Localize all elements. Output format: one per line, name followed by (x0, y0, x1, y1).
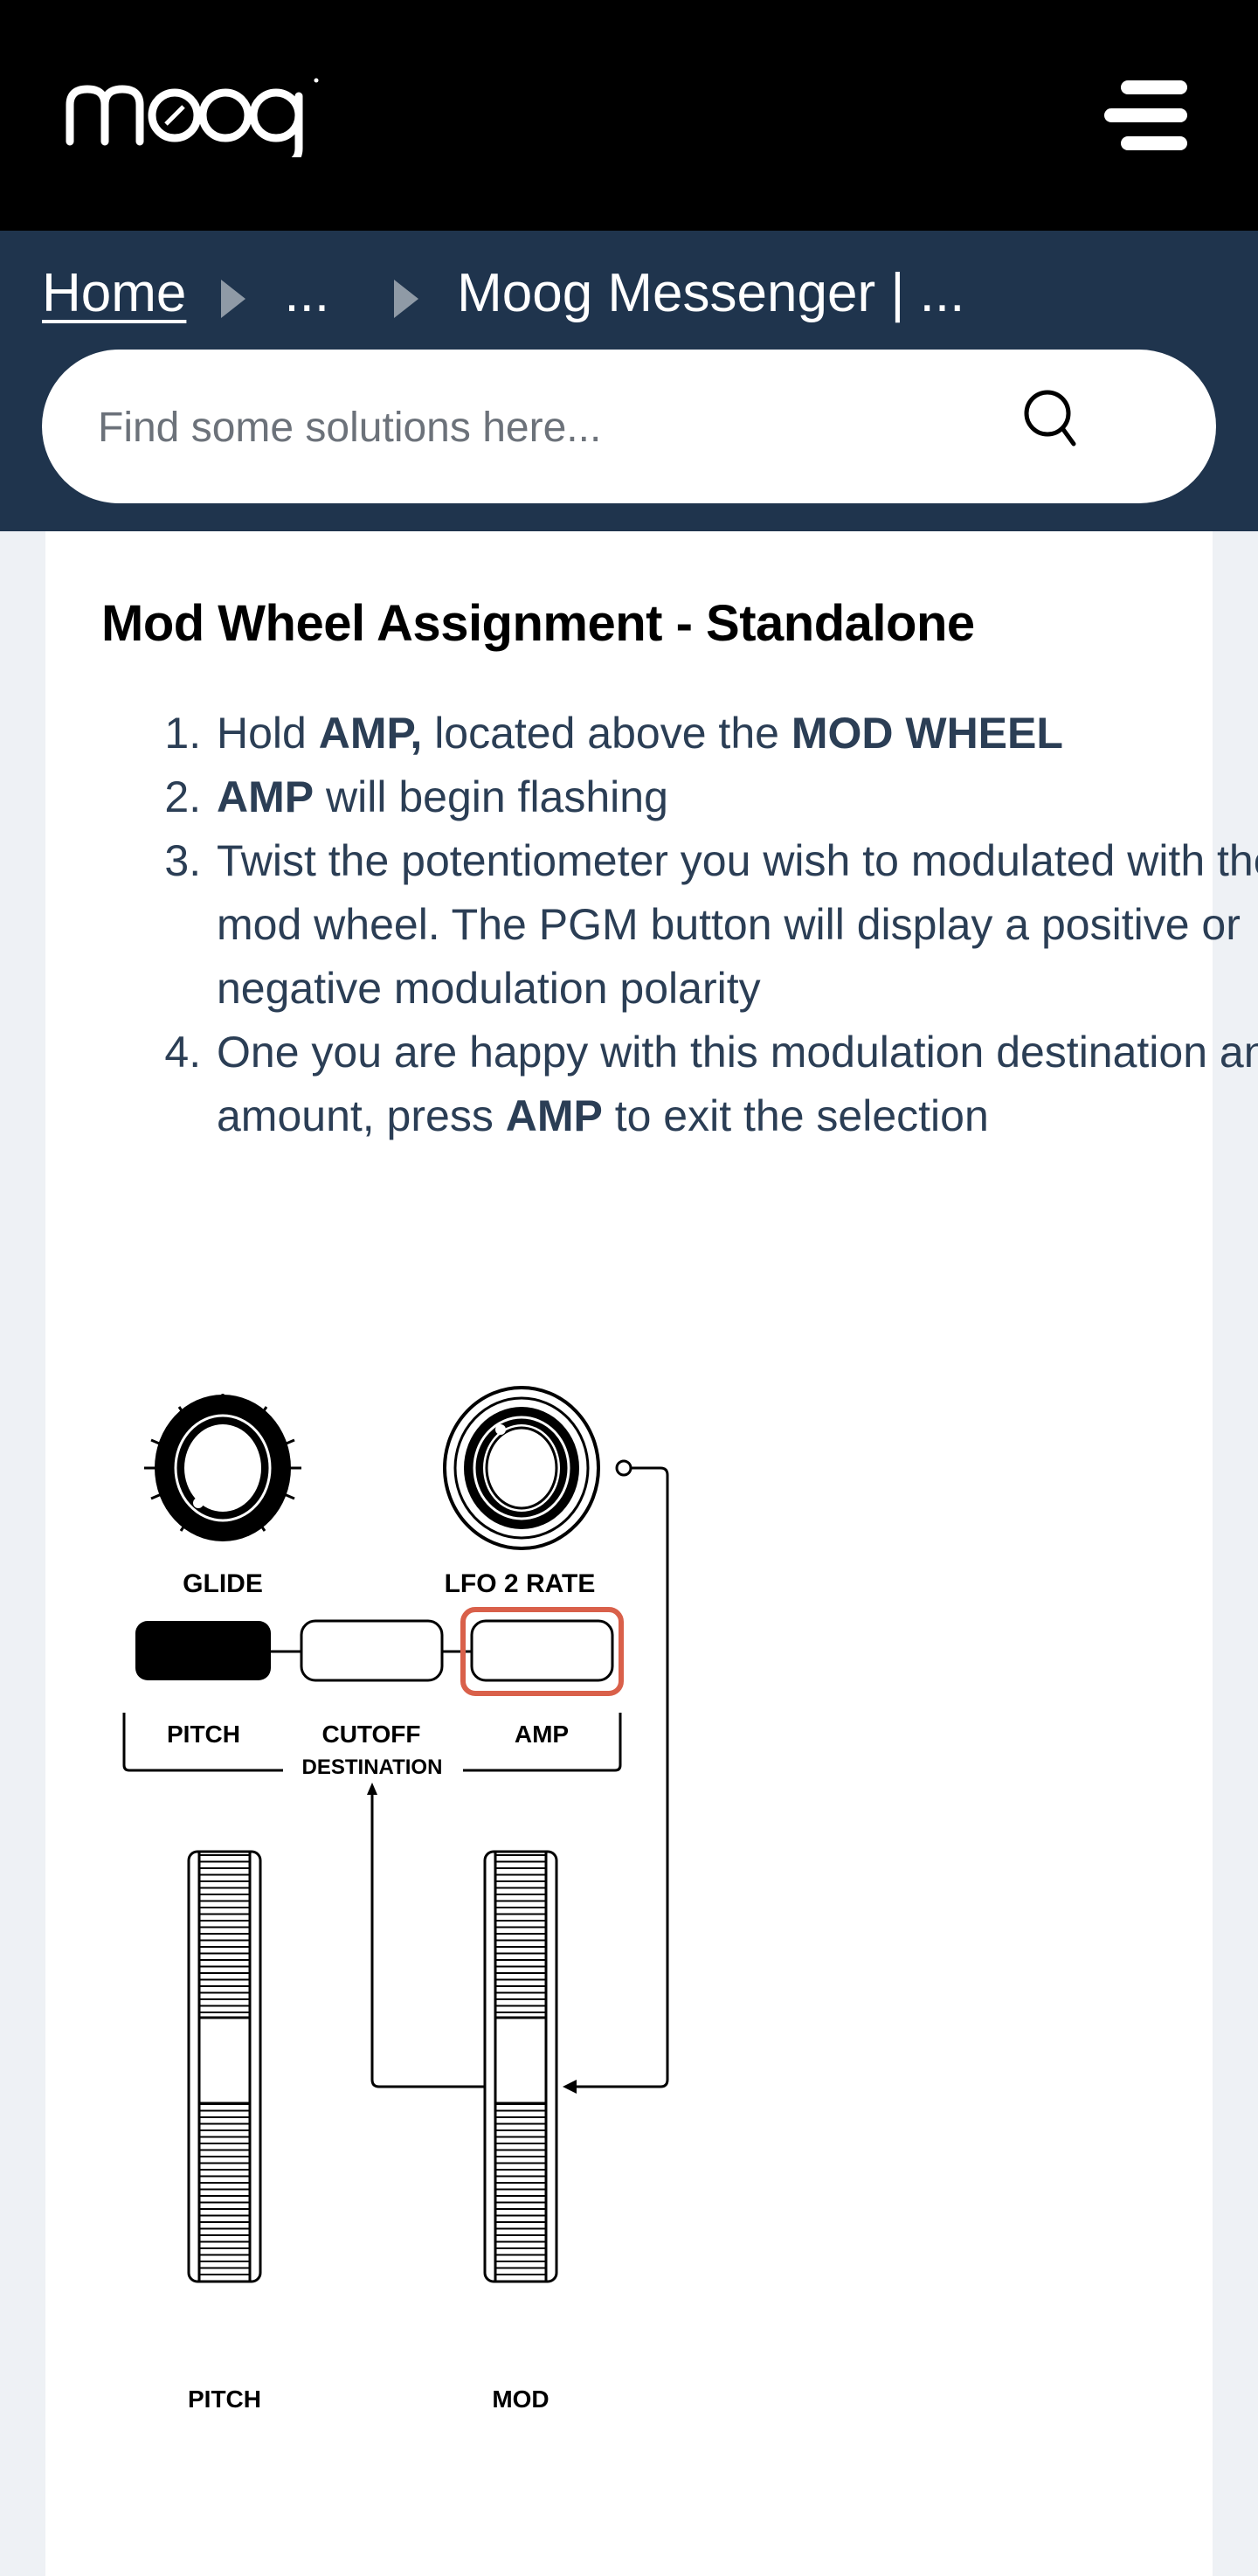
menu-bar (1121, 80, 1187, 94)
glide-knob (144, 1394, 301, 1541)
pitch-wheel-label: PITCH (188, 2386, 261, 2413)
pitch-wheel (187, 1850, 262, 2283)
step-text: will begin flashing (314, 772, 668, 821)
search-icon[interactable] (1018, 384, 1088, 454)
cutoff-button (300, 1619, 444, 1682)
amp-button (470, 1619, 614, 1682)
article-heading: Mod Wheel Assignment - Standalone (101, 595, 975, 652)
menu-bar (1121, 136, 1187, 150)
mod-wheel-diagram: GLIDE LFO 2 RATE PITCH CUTOFF AMP DESTIN… (122, 1386, 669, 2413)
step-text: located above the (422, 709, 791, 758)
breadcrumb-ellipsis[interactable]: ... (284, 262, 330, 323)
menu-bar (1104, 108, 1187, 122)
step-item: Hold AMP, located above the MOD WHEEL (213, 702, 1258, 765)
step-text: Hold (217, 709, 319, 758)
step-emphasis: AMP, (318, 709, 423, 758)
step-emphasis: AMP (217, 772, 314, 821)
glide-label: GLIDE (183, 1569, 263, 1598)
lfo2-rate-knob (443, 1386, 600, 1550)
search-input[interactable] (96, 393, 973, 461)
pitch-button (135, 1621, 271, 1680)
step-text: Twist the potentiometer you wish to modu… (217, 836, 1258, 1013)
lfo2-rate-label: LFO 2 RATE (445, 1569, 596, 1598)
breadcrumb: Home ... Moog Messenger | ... (42, 258, 964, 328)
step-item: One you are happy with this modulation d… (213, 1021, 1258, 1148)
search-box (42, 350, 1216, 503)
cutoff-dest-label: CUTOFF (321, 1721, 420, 1748)
step-text: to exit the selection (602, 1091, 989, 1140)
led-indicator (615, 1459, 632, 1477)
site-header: moog (0, 0, 1258, 231)
destination-label: DESTINATION (302, 1755, 443, 1779)
step-item: Twist the potentiometer you wish to modu… (213, 829, 1258, 1021)
step-text: One you are happy with this modulation d… (217, 1028, 1258, 1140)
step-emphasis: MOD WHEEL (791, 709, 1063, 758)
breadcrumb-home-link[interactable]: Home (42, 262, 187, 323)
moog-logo[interactable]: moog (61, 70, 332, 157)
caret-right-icon (221, 280, 246, 318)
amp-dest-label: AMP (515, 1721, 569, 1748)
breadcrumb-current: Moog Messenger | ... (457, 262, 965, 323)
step-emphasis: AMP (505, 1091, 603, 1140)
pitch-dest-label: PITCH (167, 1721, 240, 1748)
mod-wheel (483, 1850, 558, 2283)
mod-wheel-label: MOD (492, 2386, 549, 2413)
hamburger-menu-icon[interactable] (1099, 75, 1192, 156)
caret-right-icon (394, 280, 419, 318)
step-item: AMP will begin flashing (213, 765, 1258, 829)
amp-button-highlight (460, 1607, 624, 1696)
instruction-steps: Hold AMP, located above the MOD WHEELAMP… (101, 702, 1258, 1148)
